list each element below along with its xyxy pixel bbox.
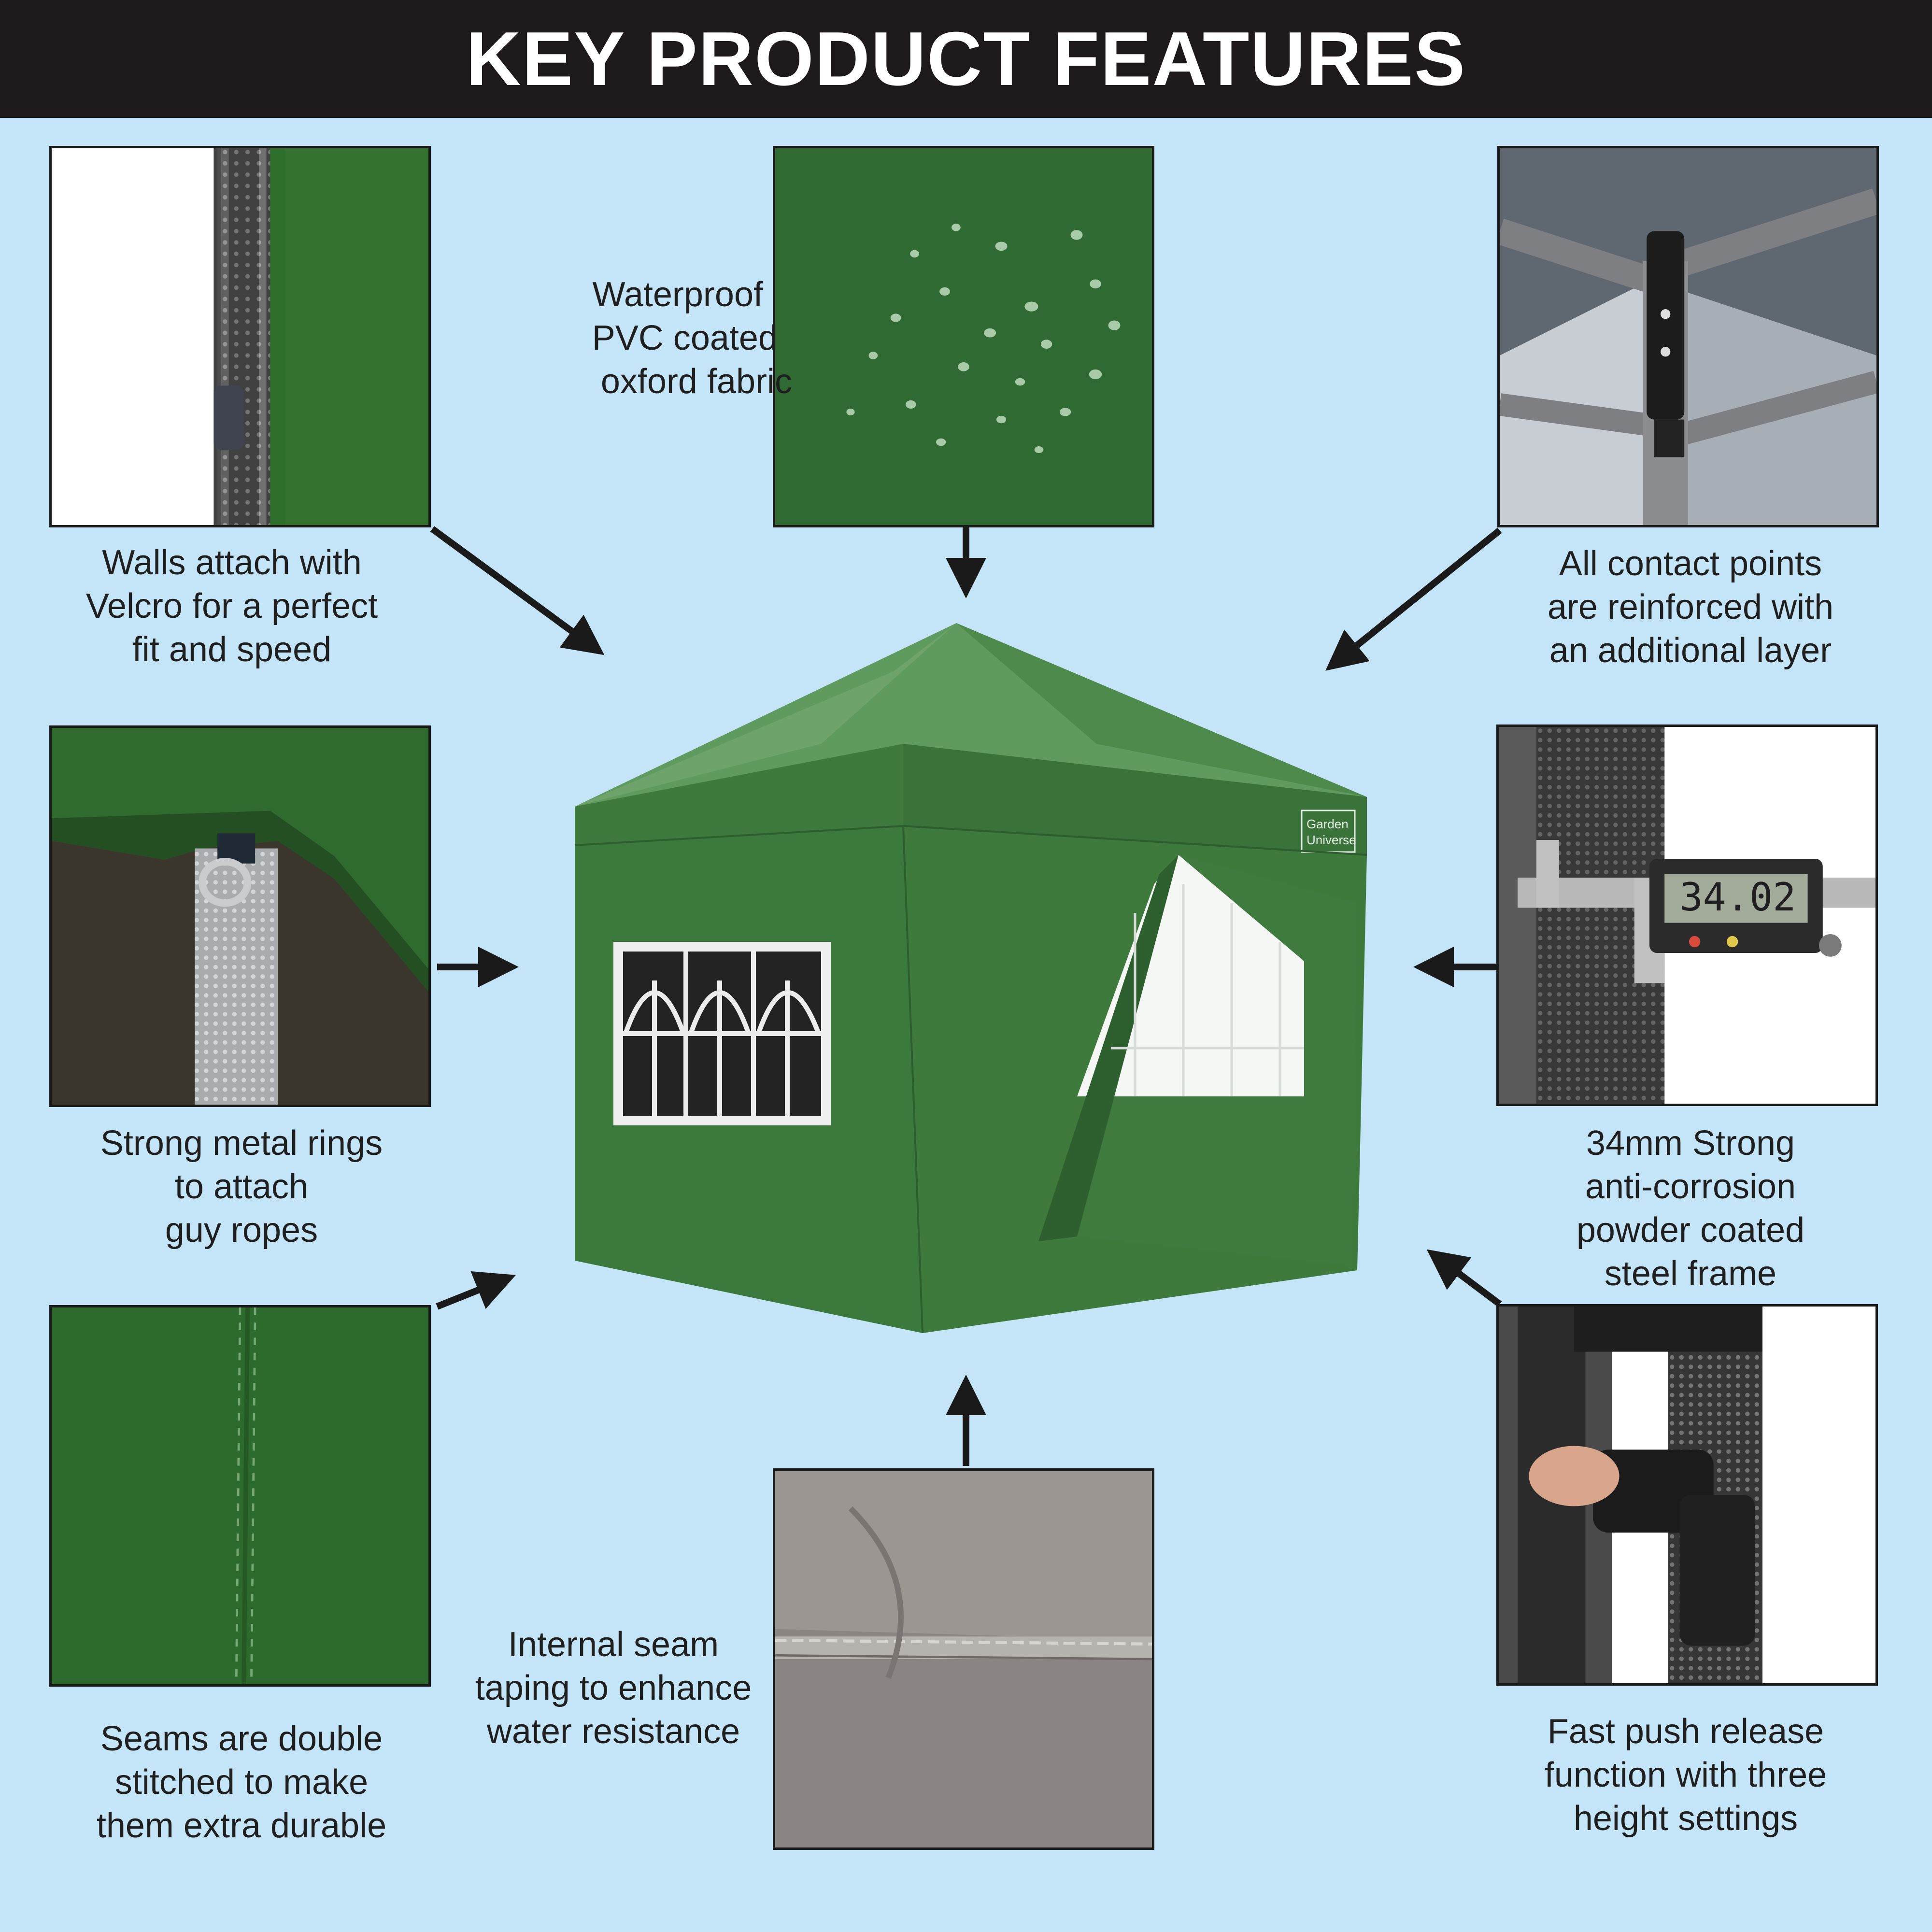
caption-line: steel frame <box>1604 1254 1777 1293</box>
caption-line: Waterproof <box>592 275 763 314</box>
taping-photo <box>773 1468 1154 1850</box>
caption-line: powder coated <box>1576 1211 1805 1250</box>
contact-photo <box>1497 146 1879 527</box>
arrow-seams <box>436 1271 516 1310</box>
caption-line: height settings <box>1573 1799 1798 1838</box>
caption-line: oxford fabric <box>600 362 792 401</box>
rings-photo <box>49 725 431 1107</box>
velcro-photo <box>49 146 431 527</box>
tent-brand-line1: Garden <box>1307 817 1349 831</box>
frame-caption: 34mm Strong anti-corrosion powder coated… <box>1507 1122 1874 1295</box>
caption-line: taping to enhance <box>475 1669 752 1707</box>
seams-caption: Seams are double stitched to make them e… <box>58 1717 425 1847</box>
caption-line: Internal seam <box>508 1625 719 1664</box>
caption-line: are reinforced with <box>1547 588 1834 626</box>
rings-caption: Strong metal rings to attach guy ropes <box>58 1122 425 1252</box>
caption-line: Fast push release <box>1547 1712 1824 1751</box>
gazebo-illustration: Garden Universe <box>555 613 1377 1357</box>
caption-line: 34mm Strong <box>1586 1124 1795 1163</box>
page-title: KEY PRODUCT FEATURES <box>0 0 1932 118</box>
caption-line: fit and speed <box>132 630 332 669</box>
caption-line: anti-corrosion <box>1585 1167 1796 1206</box>
taping-caption: Internal seam taping to enhance water re… <box>430 1623 797 1753</box>
release-photo <box>1496 1304 1878 1686</box>
caption-line: stitched to make <box>114 1763 369 1802</box>
frame-photo: 34.02 <box>1496 724 1878 1106</box>
arrow-release <box>1426 1249 1502 1307</box>
caption-line: function with three <box>1544 1756 1827 1794</box>
caption-line: to attach <box>174 1167 309 1206</box>
caption-line: PVC coated <box>592 319 778 357</box>
caliper-reading: 34.02 <box>1679 875 1796 920</box>
caption-line: Strong metal rings <box>100 1124 383 1163</box>
caption-line: Seams are double <box>100 1719 383 1758</box>
caption-line: an additional layer <box>1549 631 1832 670</box>
caption-line: All contact points <box>1559 544 1822 583</box>
caption-line: them extra durable <box>96 1806 387 1845</box>
tent-brand-line2: Universe <box>1307 833 1356 847</box>
fabric-photo <box>773 146 1154 527</box>
caption-line: water resistance <box>486 1712 740 1751</box>
contact-caption: All contact points are reinforced with a… <box>1507 542 1874 672</box>
caption-line: Velcro for a perfect <box>85 587 378 625</box>
velcro-caption: Walls attach with Velcro for a perfect f… <box>48 541 415 671</box>
caption-line: guy ropes <box>165 1211 318 1250</box>
caption-line: Walls attach with <box>102 543 362 582</box>
fabric-caption: Waterproof PVC coated oxford fabric <box>483 273 850 403</box>
seams-photo <box>49 1305 431 1687</box>
release-caption: Fast push release function with three he… <box>1502 1710 1869 1840</box>
